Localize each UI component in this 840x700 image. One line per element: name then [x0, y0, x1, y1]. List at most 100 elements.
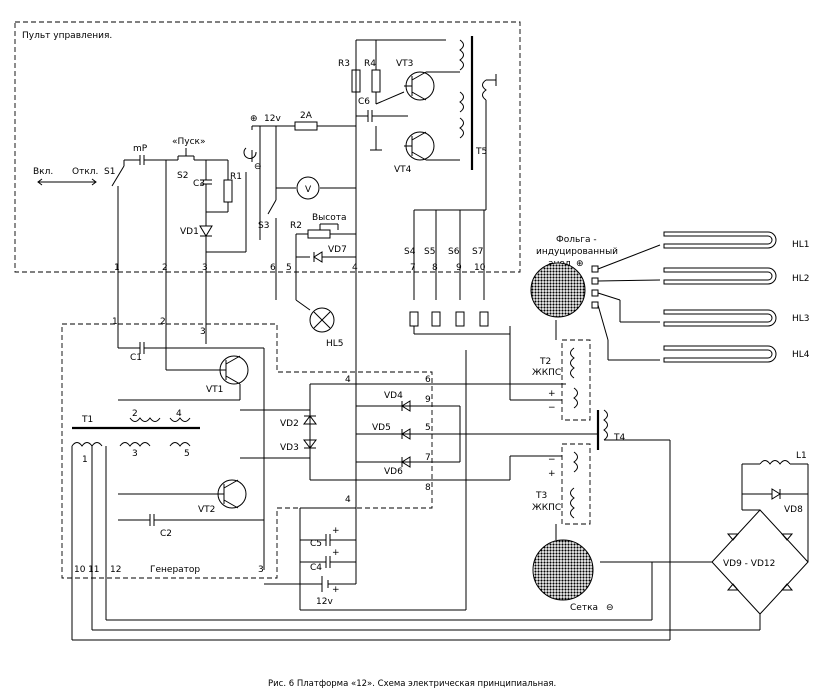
grid-mesh	[532, 539, 594, 601]
gen-term-3b: 3	[258, 565, 264, 575]
l1-label: L1	[796, 451, 807, 461]
r1-label: R1	[230, 172, 242, 182]
anode-plus: ⊕	[576, 259, 584, 269]
t2-minus: −	[548, 403, 556, 413]
t5-label: T5	[475, 147, 487, 157]
hl4-label: HL4	[792, 350, 810, 360]
r2-label: R2	[290, 221, 302, 231]
height-control: Высота R2 VD7	[290, 213, 356, 300]
t3-plus: +	[548, 469, 556, 479]
vd4-label: VD4	[384, 391, 403, 401]
s1-label: S1	[104, 167, 115, 177]
vd8-label: VD8	[784, 505, 803, 515]
fuse-label: 2A	[300, 111, 313, 121]
t2-label: T2	[539, 357, 551, 367]
return-wiring	[72, 439, 760, 641]
panel-terminals: 1 2 3 6 5 4 7 8 9 10	[114, 263, 486, 273]
term-5: 5	[286, 263, 292, 273]
vd2-label: VD2	[280, 419, 299, 429]
hl5-label: HL5	[326, 339, 344, 349]
net-term-4: 4	[345, 375, 351, 385]
anode-electrode: Фольга - индуцированный анод ⊕	[530, 235, 618, 318]
lamp-tubes: HL1 HL2 HL3 HL4	[591, 231, 810, 363]
generator-block: Генератор	[61, 323, 433, 579]
net-term-4b: 4	[345, 495, 351, 505]
t1-term-4: 4	[176, 409, 182, 419]
term-1: 1	[114, 263, 120, 273]
anode-foil	[530, 262, 586, 318]
net-term-7: 7	[425, 453, 431, 463]
term-2: 2	[162, 263, 168, 273]
gen-term-2: 2	[160, 317, 166, 327]
anode-label-2: индуцированный	[536, 247, 618, 257]
gen-term-1: 1	[112, 317, 118, 327]
net-term-9: 9	[425, 395, 431, 405]
term-7: 7	[410, 263, 416, 273]
battery-block: C5 + C4 + 12v +	[264, 350, 467, 611]
vt3-label: VT3	[396, 59, 413, 69]
output-stage: R3 R4 C6 VT3 VT4 T5	[338, 36, 497, 210]
net-term-8: 8	[425, 483, 431, 493]
vt1-label: VT1	[206, 385, 223, 395]
c5-label: C5	[310, 539, 322, 549]
bridge-rectifier: VD9 - VD12 L1 VD8	[711, 451, 809, 630]
voltmeter: V	[276, 176, 356, 200]
gen-term-11: 11	[88, 565, 99, 575]
r3-label: R3	[338, 59, 350, 69]
supply-plus: ⊕	[250, 114, 258, 124]
c1-label: C1	[130, 353, 142, 363]
bridge-label: VD9 - VD12	[723, 559, 775, 569]
term-3: 3	[202, 263, 208, 273]
term-6: 6	[270, 263, 276, 273]
net-term-6: 6	[425, 375, 431, 385]
vt2-label: VT2	[198, 505, 215, 515]
start-button-s2: «Пуск» S2 C3 R1 VD1	[166, 137, 242, 300]
rectifier-network: VD2 VD3 4 6 VD4 VD5 VD6 9 5 7 8 4	[240, 375, 461, 505]
t3-minus: −	[548, 455, 556, 465]
anode-label-1: Фольга -	[556, 235, 597, 245]
indicator-lamp-hl5: HL5	[295, 299, 344, 349]
gen-term-12: 12	[110, 565, 121, 575]
grid-electrode: Сетка ⊖	[532, 539, 614, 613]
s5-label: S5	[424, 247, 435, 257]
off-label: Откл.	[72, 167, 98, 177]
c4-label: C4	[310, 563, 322, 573]
battery-label: 12v	[316, 597, 333, 607]
figure-caption: Рис. 6 Платформа «12». Схема электрическ…	[268, 679, 556, 689]
t3-type: ЖКПС	[532, 503, 561, 513]
s7-label: S7	[472, 247, 483, 257]
lamp-selectors: S4 S5 S6 S7	[404, 209, 511, 342]
t1-term-3: 3	[132, 449, 138, 459]
generator-circuit: 1 2 3 C1 VT1 2 4 T1 1 3 5 VT2	[71, 300, 265, 640]
generator-label: Генератор	[150, 565, 200, 575]
s4-label: S4	[404, 247, 416, 257]
c3-label: C3	[193, 179, 205, 189]
grid-minus: ⊖	[606, 603, 614, 613]
vt4-label: VT4	[394, 165, 412, 175]
vd6-label: VD6	[384, 467, 403, 477]
t4-label: T4	[613, 433, 625, 443]
term-4: 4	[352, 263, 358, 273]
r4-label: R4	[364, 59, 376, 69]
vd7-label: VD7	[328, 245, 347, 255]
grid-label: Сетка	[570, 603, 598, 613]
t2-type: ЖКПС	[532, 368, 561, 378]
c4-plus: +	[332, 548, 340, 558]
c5-plus: +	[332, 526, 340, 536]
hv-transformers: T2 ЖКПС + − T3 ЖКПС − + T4	[432, 320, 625, 540]
term-8: 8	[432, 263, 438, 273]
t1-term-1: 1	[82, 455, 88, 465]
switch-s3: S3	[258, 126, 277, 300]
term-10: 10	[474, 263, 486, 273]
on-label: Вкл.	[33, 167, 53, 177]
c6-label: C6	[358, 97, 370, 107]
microswitch-mp: mP	[133, 144, 167, 300]
c2-label: C2	[160, 529, 172, 539]
supply-input: ⊕ 12v ⊖ 2A	[206, 111, 356, 253]
term-9: 9	[456, 263, 462, 273]
vd5-label: VD5	[372, 423, 391, 433]
gen-term-3: 3	[200, 327, 206, 337]
s3-label: S3	[258, 221, 269, 231]
mp-label: mP	[133, 144, 148, 154]
